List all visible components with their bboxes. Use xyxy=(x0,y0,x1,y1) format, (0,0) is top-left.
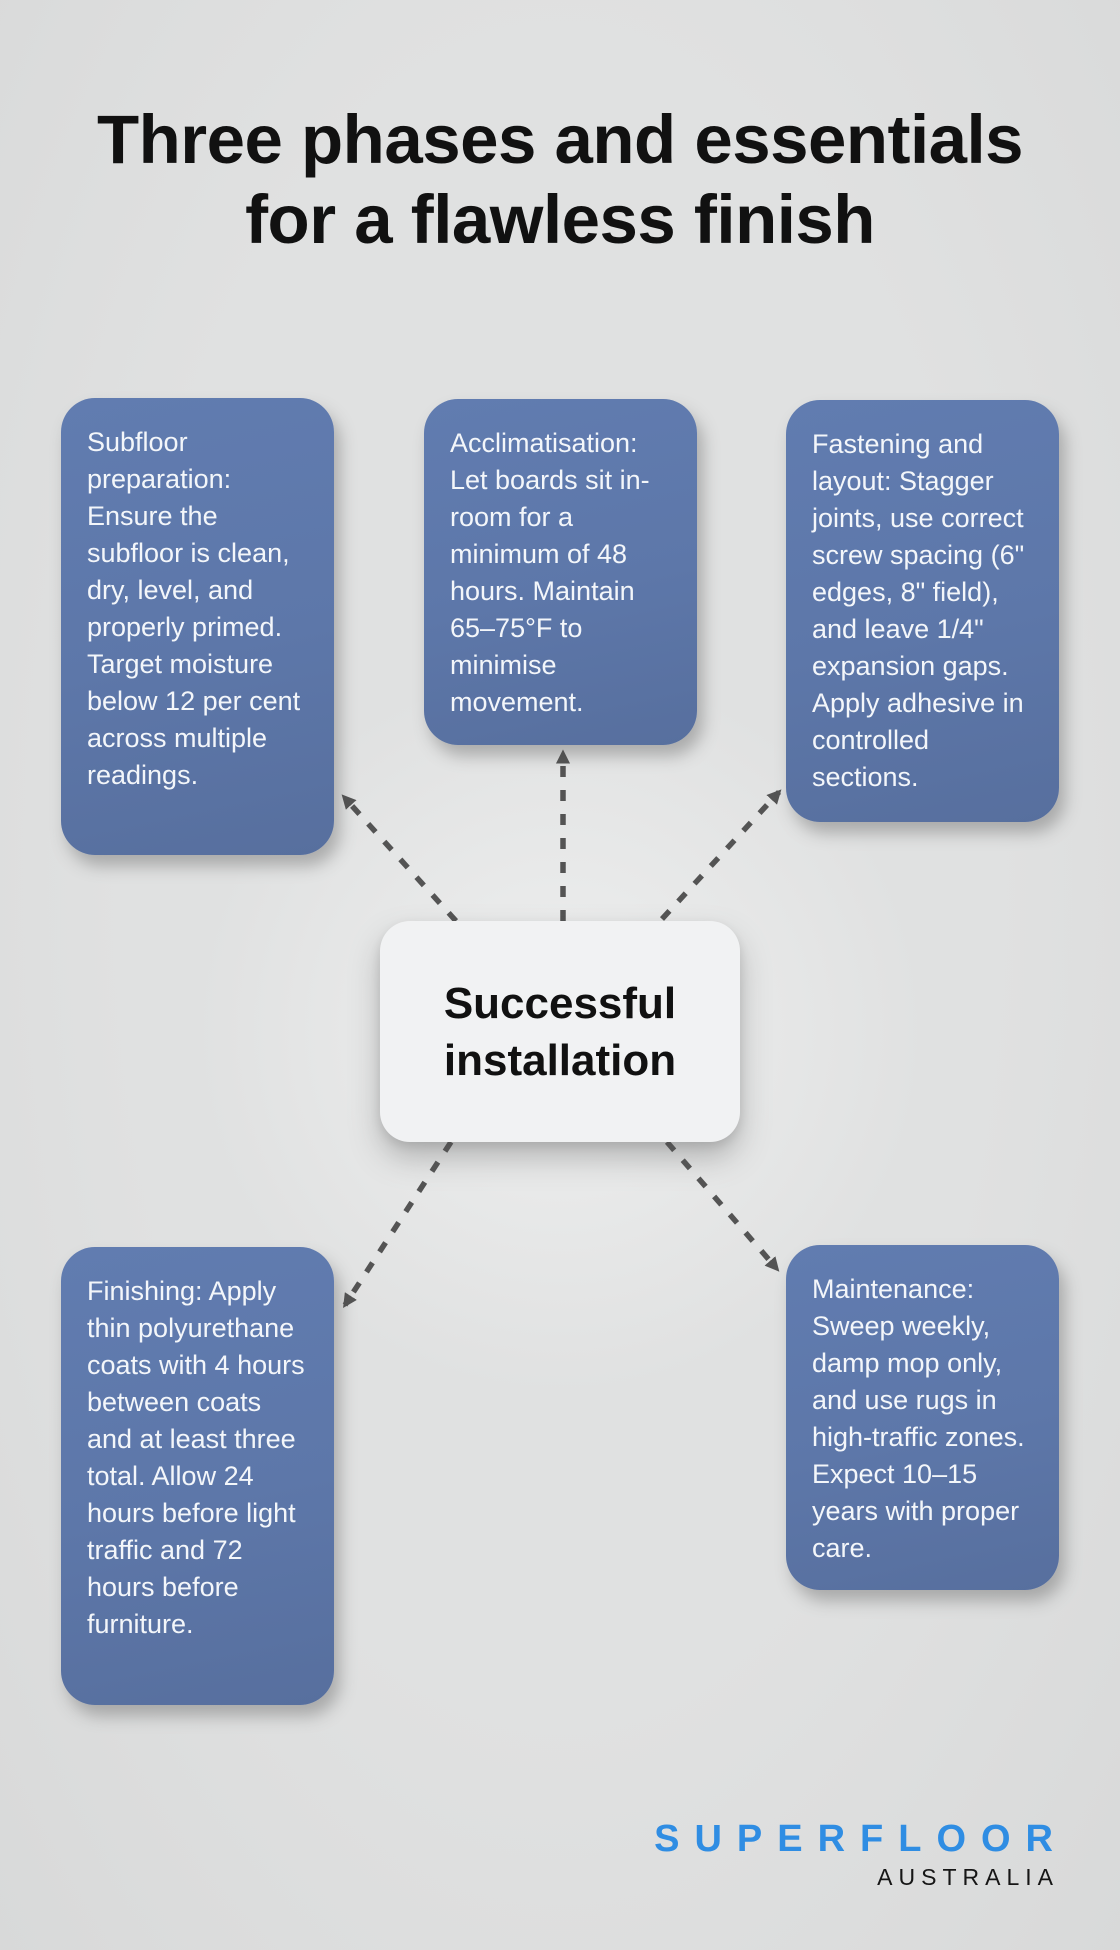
node-acclimatisation: Acclimatisation: Let boards sit in-room … xyxy=(424,399,697,745)
node-maintenance-text: Maintenance: Sweep weekly, damp mop only… xyxy=(812,1274,1025,1563)
brand-region: AUSTRALIA xyxy=(877,1864,1059,1890)
center-node: Successful installation xyxy=(380,921,740,1142)
center-node-label: Successful installation xyxy=(443,978,677,1085)
node-acclimatisation-text: Acclimatisation: Let boards sit in-room … xyxy=(450,428,650,717)
node-maintenance: Maintenance: Sweep weekly, damp mop only… xyxy=(786,1245,1059,1590)
node-finishing: Finishing: Apply thin polyurethane coats… xyxy=(61,1247,334,1705)
node-finishing-text: Finishing: Apply thin polyurethane coats… xyxy=(87,1276,305,1639)
brand-logo: SUPERFLOOR AUSTRALIA xyxy=(654,1818,1053,1891)
connector-center-to-maintenance xyxy=(664,1140,780,1272)
node-fastening-and-layout: Fastening and layout: Stagger joints, us… xyxy=(786,400,1059,822)
connector-center-to-subfloor xyxy=(341,794,459,923)
page-title: Three phases and essentials for a flawle… xyxy=(96,101,1024,258)
node-fastening-and-layout-text: Fastening and layout: Stagger joints, us… xyxy=(812,429,1025,792)
node-subfloor-preparation-text: Subfloor preparation: Ensure the subfloo… xyxy=(87,427,301,790)
connector-center-to-fastening xyxy=(659,789,782,921)
node-subfloor-preparation: Subfloor preparation: Ensure the subfloo… xyxy=(61,398,334,855)
brand-name: SUPERFLOOR xyxy=(654,1818,1068,1860)
connector-center-to-finishing xyxy=(342,1140,454,1308)
